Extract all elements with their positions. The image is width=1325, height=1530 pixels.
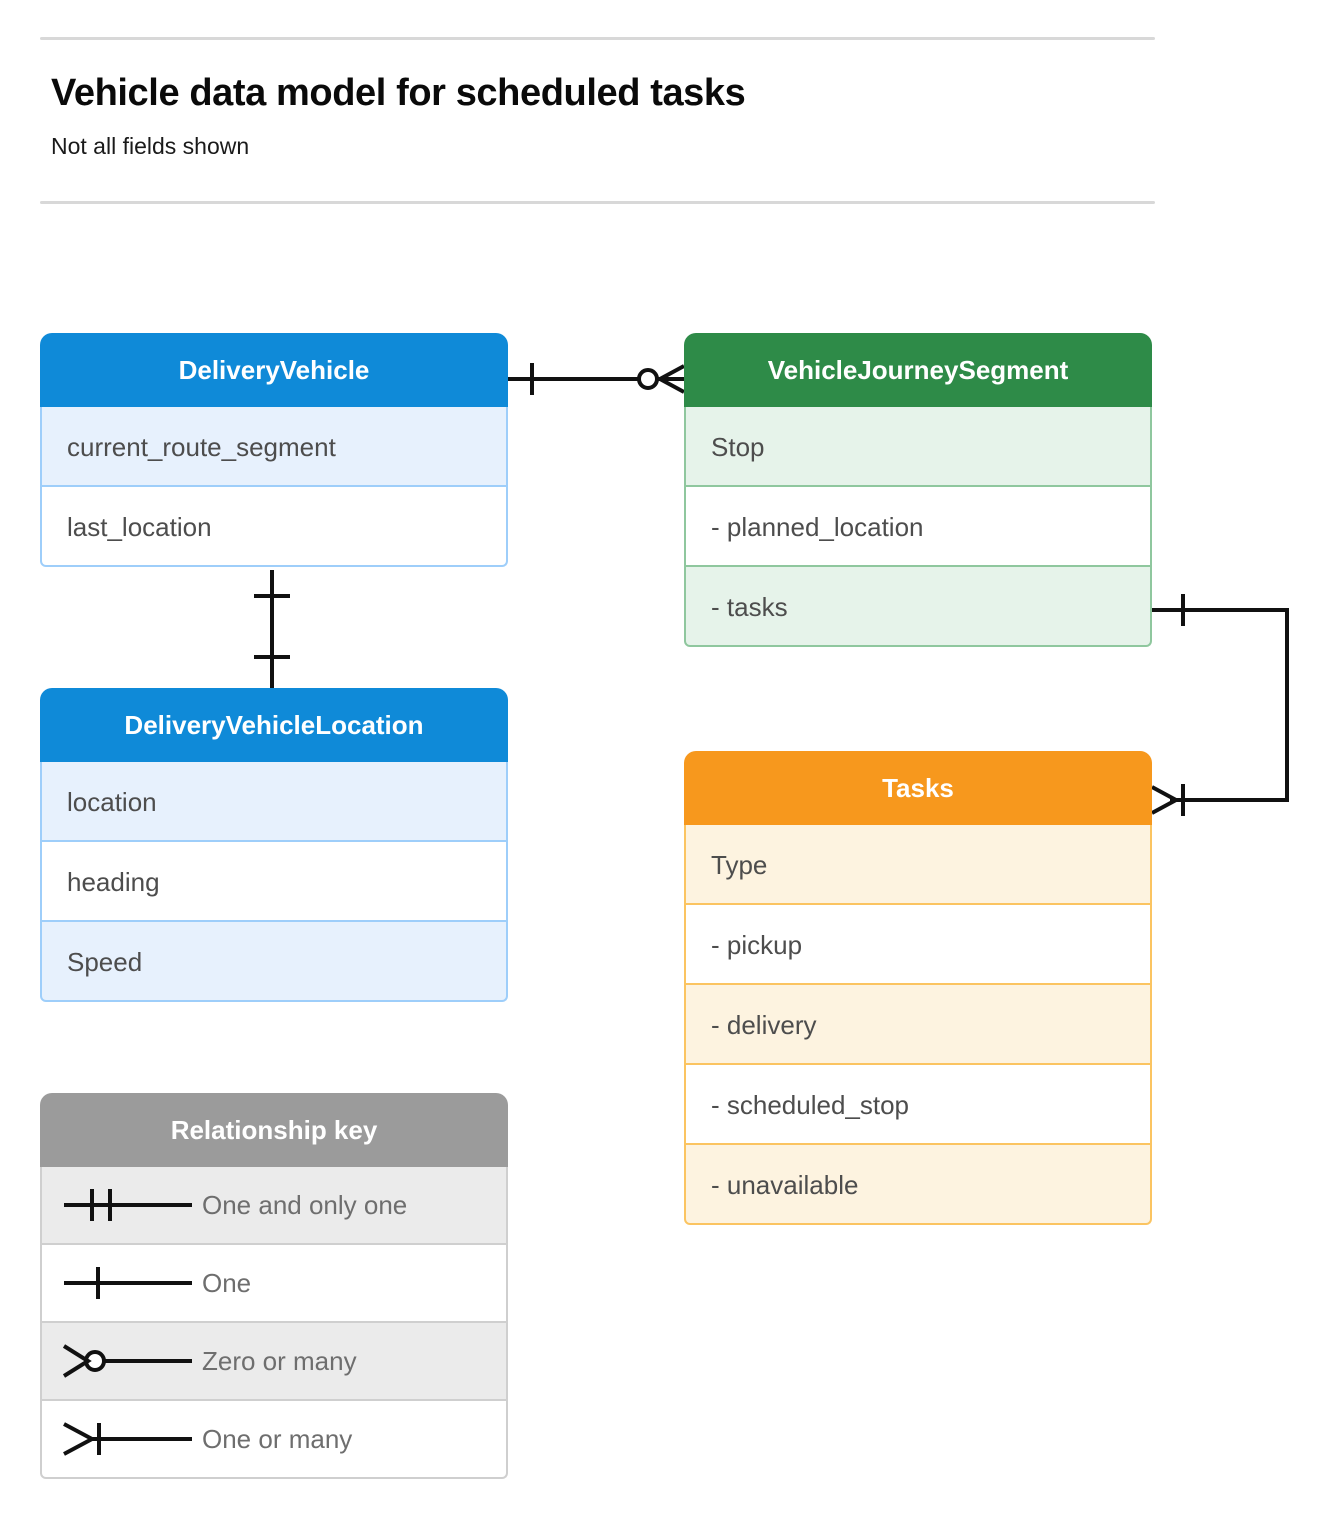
entity-vehicle-journey-segment-title: VehicleJourneySegment [684,333,1152,407]
legend-label-one-or-many: One or many [202,1424,353,1454]
legend-item-one-and-only-one: One and only one [40,1167,508,1245]
header-divider-top [40,37,1155,40]
header-divider-bottom [40,201,1155,204]
entity-delivery-vehicle-location-title: DeliveryVehicleLocation [40,688,508,762]
entity-row-location: location [40,762,508,842]
page-title: Vehicle data model for scheduled tasks [51,72,746,114]
entity-tasks[interactable]: Tasks Type - pickup - delivery - schedul… [684,751,1152,1225]
legend-item-one: One [40,1245,508,1323]
page-subtitle: Not all fields shown [51,133,250,159]
entity-row-stop: Stop [684,407,1152,487]
entity-row-tasks: - tasks [684,567,1152,647]
entity-row-unavailable: - unavailable [684,1145,1152,1225]
entity-delivery-vehicle-title: DeliveryVehicle [40,333,508,407]
connector-tasks-route [1152,608,1289,802]
entity-row-pickup: - pickup [684,905,1152,985]
one-icon [42,1245,202,1321]
legend-relationship-key[interactable]: Relationship key One and only one One [40,1093,508,1479]
entity-row-speed: Speed [40,922,508,1002]
one-or-many-icon [42,1401,202,1477]
entity-row-last-location: last_location [40,487,508,567]
legend-label-one-and-only-one: One and only one [202,1190,408,1220]
entity-row-planned-location: - planned_location [684,487,1152,567]
zero-or-many-icon [42,1323,202,1399]
entity-row-delivery: - delivery [684,985,1152,1065]
legend-title: Relationship key [40,1093,508,1167]
entity-row-type: Type [684,825,1152,905]
entity-delivery-vehicle[interactable]: DeliveryVehicle current_route_segment la… [40,333,508,567]
entity-row-heading: heading [40,842,508,922]
legend-item-zero-or-many: Zero or many [40,1323,508,1401]
entity-tasks-title: Tasks [684,751,1152,825]
legend-label-zero-or-many: Zero or many [202,1346,357,1376]
entity-row-current-route-segment: current_route_segment [40,407,508,487]
entity-vehicle-journey-segment[interactable]: VehicleJourneySegment Stop - planned_loc… [684,333,1152,647]
crowsfoot-many-tasks [1151,785,1181,815]
entity-row-scheduled-stop: - scheduled_stop [684,1065,1152,1145]
crowsfoot-many-left [655,364,685,394]
cardinality-zero-circle [637,368,659,390]
legend-item-one-or-many: One or many [40,1401,508,1479]
legend-label-one: One [202,1268,252,1298]
one-and-only-one-icon [42,1167,202,1243]
entity-delivery-vehicle-location[interactable]: DeliveryVehicleLocation location heading… [40,688,508,1002]
